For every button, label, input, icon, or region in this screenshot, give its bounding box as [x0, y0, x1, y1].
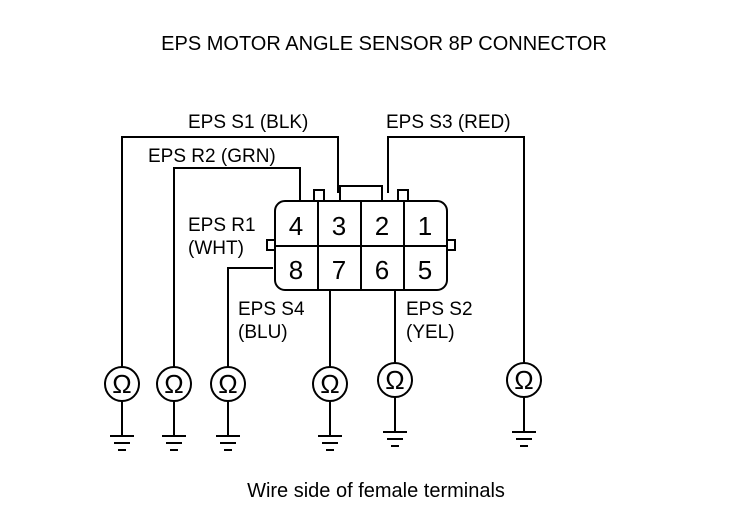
pin-1: 1: [418, 211, 432, 241]
diagram-caption: Wire side of female terminals: [247, 480, 505, 502]
ohm-symbol-3: Ω: [218, 369, 237, 399]
wire-eps-r2: [173, 167, 301, 370]
pin-2: 2: [375, 211, 389, 241]
connector-8p: 4 3 2 1 8 7 6 5: [266, 185, 456, 291]
ground-icon-2: [162, 401, 186, 451]
label-eps-s4-color: (BLU): [238, 322, 288, 343]
pin-8: 8: [289, 255, 303, 285]
ohm-symbol-6: Ω: [514, 365, 533, 395]
pin-7: 7: [332, 255, 346, 285]
ohm-symbol-4: Ω: [320, 369, 339, 399]
pin-5: 5: [418, 255, 432, 285]
label-eps-r2: EPS R2 (GRN): [148, 146, 276, 167]
pin-6: 6: [375, 255, 389, 285]
label-eps-s4-name: EPS S4: [238, 299, 305, 320]
ohm-symbol-5: Ω: [385, 365, 404, 395]
ohm-symbol-2: Ω: [164, 369, 183, 399]
label-eps-s2-color: (YEL): [406, 322, 455, 343]
wire-eps-r1: [227, 267, 273, 370]
ground-icon-1: [110, 401, 134, 451]
ground-icon-5: [383, 397, 407, 447]
label-eps-s1: EPS S1 (BLK): [188, 112, 308, 133]
connector-side-tab-left: [266, 239, 276, 251]
label-eps-r1-name: EPS R1: [188, 215, 256, 236]
diagram-title: EPS MOTOR ANGLE SENSOR 8P CONNECTOR: [161, 33, 607, 55]
wire-eps-s1: [121, 136, 339, 370]
ohm-symbol-1: Ω: [112, 369, 131, 399]
ohmmeter-4: Ω: [312, 366, 348, 451]
wire-eps-s3: [387, 136, 525, 365]
ground-icon-3: [216, 401, 240, 451]
label-eps-r1-color: (WHT): [188, 238, 244, 259]
ohmmeter-5: Ω: [377, 362, 413, 447]
ohmmeter-6: Ω: [506, 362, 542, 447]
ground-icon-6: [512, 397, 536, 447]
label-eps-s2-name: EPS S2: [406, 299, 473, 320]
label-eps-s3: EPS S3 (RED): [386, 112, 511, 133]
ohmmeter-1: Ω: [104, 366, 140, 451]
ohmmeter-2: Ω: [156, 366, 192, 451]
wire-labels: EPS S1 (BLK) EPS S3 (RED) EPS R2 (GRN) E…: [148, 112, 511, 343]
pin-3: 3: [332, 211, 346, 241]
connector-side-tab-right: [446, 239, 456, 251]
ground-icon-4: [318, 401, 342, 451]
wires: [121, 136, 525, 370]
ohmmeter-3: Ω: [210, 366, 246, 451]
pin-4: 4: [289, 211, 303, 241]
connector-lock: [339, 185, 383, 203]
